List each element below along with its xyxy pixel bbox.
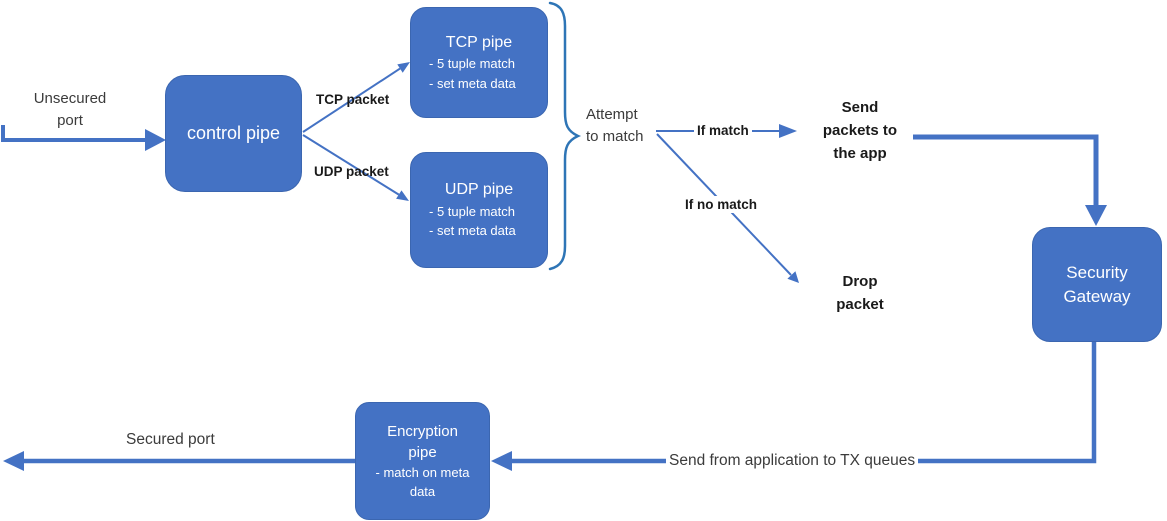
node-title: control pipe [186,122,281,143]
arrow-control-to-tcp-pipe [302,62,410,133]
node-title: Security Gateway [1063,262,1131,306]
node-title: UDP pipe [444,181,514,199]
label-secured-port: Secured port [126,431,215,448]
node-tcp-pipe: TCP pipe - 5 tuple match - set meta data [410,7,548,118]
arrow-encryption-to-secured-port [3,451,356,471]
label-attempt-to-match: Attempt to match [586,106,644,145]
node-udp-pipe: UDP pipe - 5 tuple match - set meta data [410,152,548,268]
node-bullet: - set meta data [429,75,516,91]
label-tcp-packet: TCP packet [316,92,390,107]
brace-icon [548,1,582,271]
node-title: TCP pipe [445,33,513,51]
node-encryption-pipe: Encryption pipe - match on meta data [355,402,490,520]
label-send-from-application: Send from application to TX queues [666,450,919,472]
node-bullet: - 5 tuple match [429,203,515,219]
label-if-match: If match [694,122,752,139]
node-bullet: - set meta data [429,223,516,239]
node-security-gateway: Security Gateway [1032,227,1162,342]
arrow-control-to-udp-pipe [302,134,409,201]
label-send-packets-to-app: Send packets to the app [822,99,898,162]
node-title: Encryption pipe [387,422,458,461]
node-bullet: - match on meta data [375,464,470,500]
label-unsecured-port: Unsecured port [33,90,107,129]
arrow-send-to-gateway [913,134,1107,226]
label-udp-packet: UDP packet [314,164,389,179]
label-if-no-match: If no match [682,196,761,213]
node-bullet: - 5 tuple match [429,56,515,72]
node-control-pipe: control pipe [165,75,302,192]
label-drop-packet: Drop packet [836,273,884,313]
arrow-unsecured-to-control-pipe [1,125,166,151]
